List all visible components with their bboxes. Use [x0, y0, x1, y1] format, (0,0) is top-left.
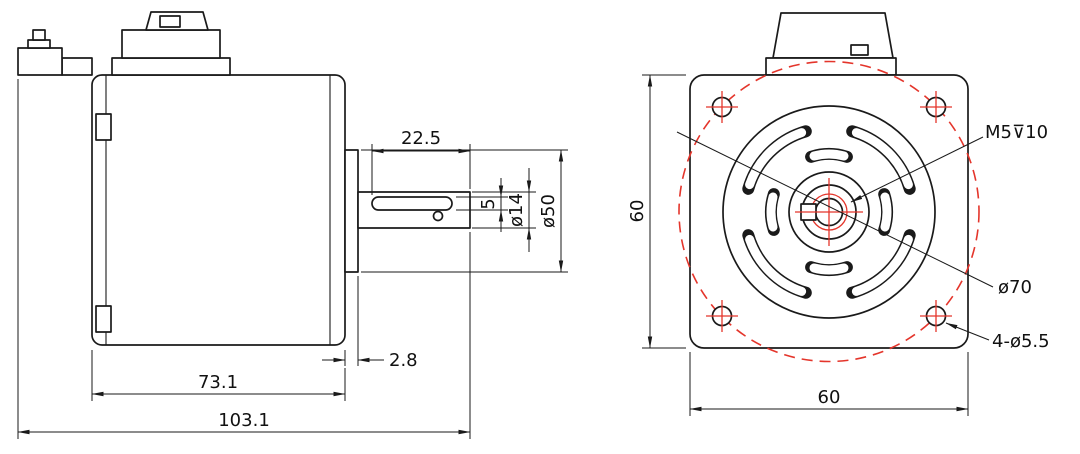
terminal-detail-top — [95, 113, 112, 141]
front-view-dimensions: 60 60 M5⊽10 ø70 4-ø5.5 — [627, 74, 1050, 416]
terminal-detail-bottom — [95, 305, 112, 333]
hole-center-marks — [706, 91, 952, 332]
rear-connector — [17, 47, 63, 76]
rear-connector-screw — [32, 29, 46, 41]
side-view-dimensions: 22.5 5 ø14 ø50 2.8 — [17, 79, 568, 439]
bolt-circle-dashed — [678, 60, 980, 363]
flange-width-dimension: 60 — [818, 387, 841, 408]
keyway-slot — [371, 196, 453, 211]
bolt-circle-label: ø70 — [998, 277, 1032, 298]
key-length-dimension: 22.5 — [401, 128, 441, 149]
overall-length-dimension: 103.1 — [218, 410, 270, 431]
top-connector-base — [111, 57, 231, 76]
shaft-center-marks — [795, 178, 863, 246]
shaft-diameter-dimension: ø14 — [506, 193, 527, 227]
front-view-geometry — [678, 12, 980, 363]
pilot-length-dimension: 2.8 — [389, 350, 418, 371]
motor-body — [91, 74, 346, 346]
front-connector-hood — [772, 12, 894, 59]
mounting-holes — [706, 91, 952, 332]
rear-connector-neck — [61, 57, 93, 76]
shaft-center-hole — [432, 210, 444, 222]
front-connector-base — [765, 57, 897, 76]
side-view-geometry — [17, 11, 471, 346]
key-height-dimension: 5 — [478, 198, 499, 209]
tapped-hole-label: M5⊽10 — [985, 122, 1048, 143]
body-length-dimension: 73.1 — [198, 372, 238, 393]
flange-height-dimension: 60 — [627, 200, 648, 223]
pilot-boss — [344, 149, 359, 273]
mounting-holes-label: 4-ø5.5 — [992, 331, 1050, 352]
pilot-diameter-dimension: ø50 — [538, 194, 559, 228]
front-view: 60 60 M5⊽10 ø70 4-ø5.5 — [627, 12, 1050, 416]
top-connector-block — [121, 29, 221, 59]
side-view: 22.5 5 ø14 ø50 2.8 — [17, 11, 568, 439]
